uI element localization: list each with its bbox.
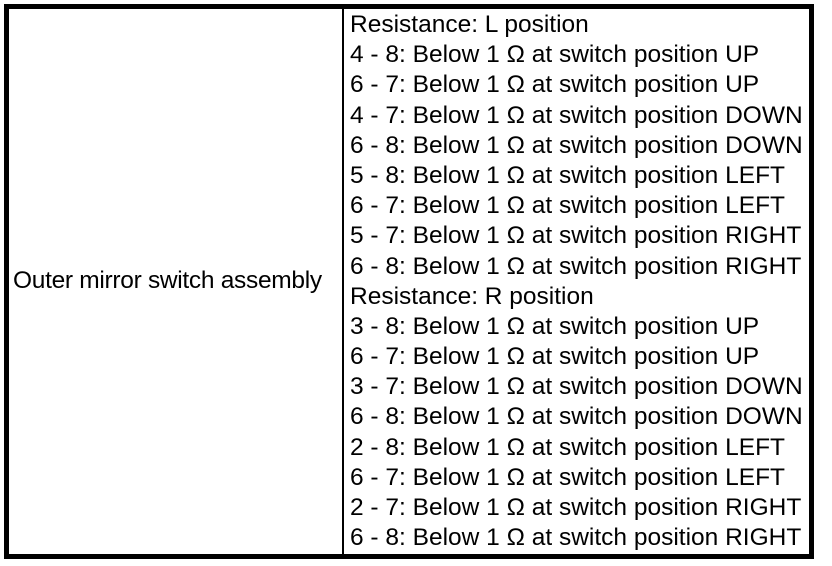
spec-line: 4 - 8: Below 1 Ω at switch position UP — [350, 41, 760, 69]
spec-line: 6 - 7: Below 1 Ω at switch position UP — [350, 343, 760, 371]
spec-line: 6 - 7: Below 1 Ω at switch position LEFT — [350, 463, 785, 491]
spec-cell: Resistance: L position 4 - 8: Below 1 Ω … — [344, 9, 809, 554]
spec-line: 6 - 8: Below 1 Ω at switch position RIGH… — [350, 524, 802, 552]
spec-section-header: Resistance: L position — [350, 11, 589, 38]
spec-line: 3 - 8: Below 1 Ω at switch position UP — [350, 312, 760, 340]
spec-line: 2 - 7: Below 1 Ω at switch position RIGH… — [350, 494, 802, 521]
spec-line: 6 - 8: Below 1 Ω at switch position RIGH… — [350, 252, 802, 280]
spec-line: 3 - 7: Below 1 Ω at switch position DOWN — [350, 373, 803, 401]
component-label: Outer mirror switch assembly — [13, 267, 322, 295]
resistance-spec-table: Outer mirror switch assembly Resistance:… — [4, 4, 814, 559]
spec-line: 2 - 8: Below 1 Ω at switch position LEFT — [350, 433, 785, 461]
spec-line: 6 - 7: Below 1 Ω at switch position LEFT — [350, 192, 785, 220]
spec-line: 4 - 7: Below 1 Ω at switch position DOWN — [350, 101, 803, 129]
component-cell: Outer mirror switch assembly — [9, 9, 344, 554]
spec-line: 6 - 7: Below 1 Ω at switch position UP — [350, 71, 760, 99]
spec-line: 5 - 7: Below 1 Ω at switch position RIGH… — [350, 222, 802, 250]
spec-line: 6 - 8: Below 1 Ω at switch position DOWN — [350, 403, 803, 431]
spec-section-header: Resistance: R position — [350, 282, 594, 310]
spec-line: 6 - 8: Below 1 Ω at switch position DOWN — [350, 131, 803, 159]
spec-line: 5 - 8: Below 1 Ω at switch position LEFT — [350, 161, 785, 189]
